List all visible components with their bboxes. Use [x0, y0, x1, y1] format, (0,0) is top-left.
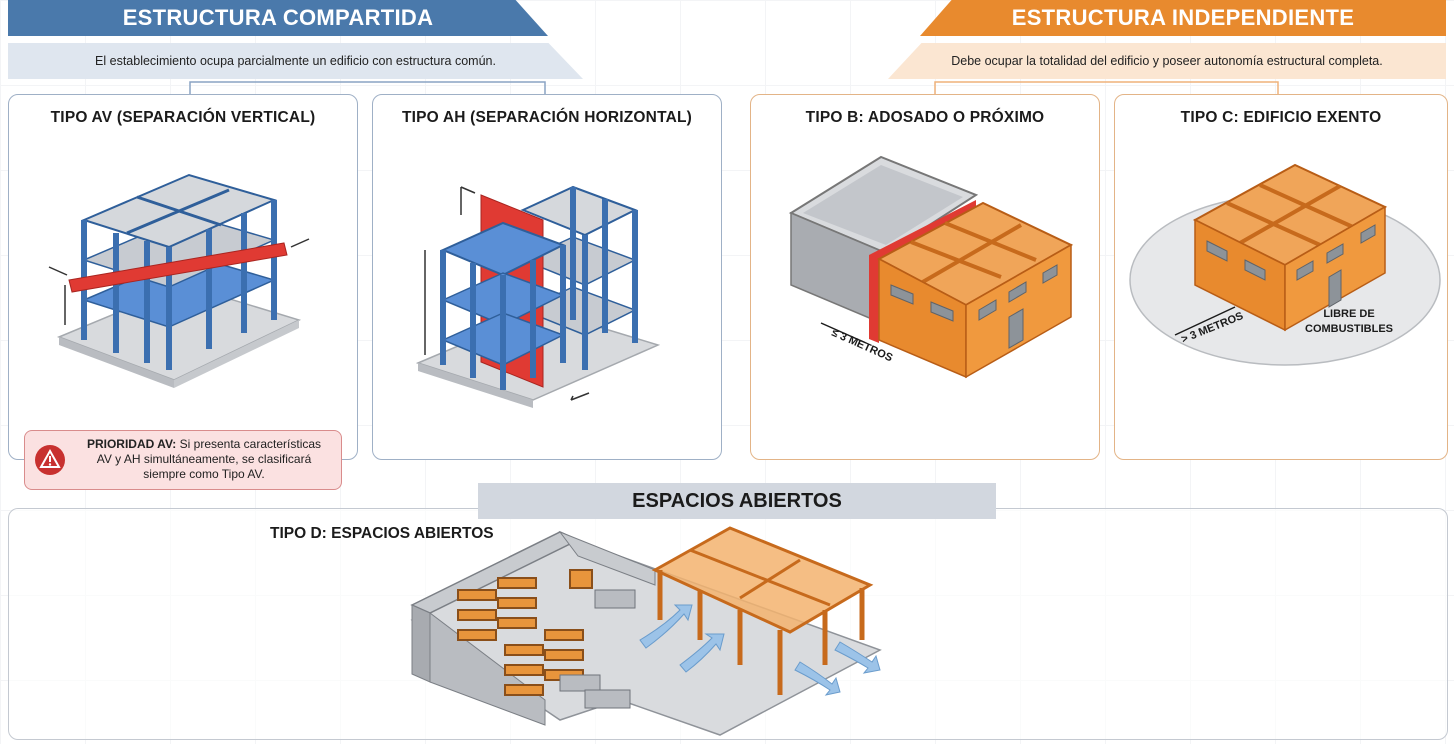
independent-structure-subtitle-bar: Debe ocupar la totalidad del edificio y … [888, 43, 1446, 79]
priority-av-text: PRIORIDAD AV: Si presenta característica… [71, 437, 337, 482]
panel-tipo-c-title: TIPO C: EDIFICIO EXENTO [1180, 109, 1382, 126]
independent-structure-subtitle: Debe ocupar la totalidad del edificio y … [951, 54, 1383, 68]
independent-structure-tab: ESTRUCTURA INDEPENDIENTE [920, 0, 1446, 36]
panel-tipo-ah: TIPO AH (SEPARACIÓN HORIZONTAL) [372, 94, 722, 460]
priority-av-alert: PRIORIDAD AV: Si presenta característica… [24, 430, 342, 490]
av-building-illustration [48, 173, 310, 388]
c-building-illustration: > 3 METROS LIBRE DE COMBUSTIBLES [1129, 163, 1441, 366]
priority-av-line2: AV y AH simultáneamente, se clasificará [96, 452, 312, 466]
panel-tipo-b-title: TIPO B: ADOSADO O PRÓXIMO [805, 109, 1045, 126]
b-building-illustration: ≤ 3 METROS [788, 155, 1074, 379]
panel-tipo-d-title: TIPO D: ESPACIOS ABIERTOS [270, 525, 494, 542]
panel-tipo-av: TIPO AV (SEPARACIÓN VERTICAL) [8, 94, 358, 460]
shared-structure-subtitle-bar: El establecimiento ocupa parcialmente un… [8, 43, 583, 79]
shared-structure-title: ESTRUCTURA COMPARTIDA [122, 5, 434, 30]
panel-tipo-ah-title: TIPO AH (SEPARACIÓN HORIZONTAL) [401, 109, 693, 126]
open-spaces-header: ESPACIOS ABIERTOS [478, 483, 996, 519]
ah-building-illustration [415, 185, 661, 408]
priority-av-line1: Si presenta características [179, 437, 322, 451]
panel-tipo-c: TIPO C: EDIFICIO EXENTO > 3 METROS LIBRE… [1114, 94, 1448, 460]
shared-structure-subtitle: El establecimiento ocupa parcialmente un… [95, 54, 496, 68]
c-zone-label-line2: COMBUSTIBLES [1305, 323, 1393, 335]
shared-structure-tab: ESTRUCTURA COMPARTIDA [8, 0, 548, 36]
panel-tipo-av-title: TIPO AV (SEPARACIÓN VERTICAL) [50, 109, 316, 126]
panel-tipo-b: TIPO B: ADOSADO O PRÓXIMO ≤ 3 METROS [750, 94, 1100, 460]
priority-av-label: PRIORIDAD AV: [86, 437, 177, 451]
section-connectors [189, 81, 1279, 94]
priority-av-line3: siempre como Tipo AV. [143, 467, 265, 481]
c-zone-label-line1: LIBRE DE [1323, 308, 1374, 320]
independent-structure-title: ESTRUCTURA INDEPENDIENTE [1011, 5, 1355, 30]
warning-icon [35, 445, 65, 475]
